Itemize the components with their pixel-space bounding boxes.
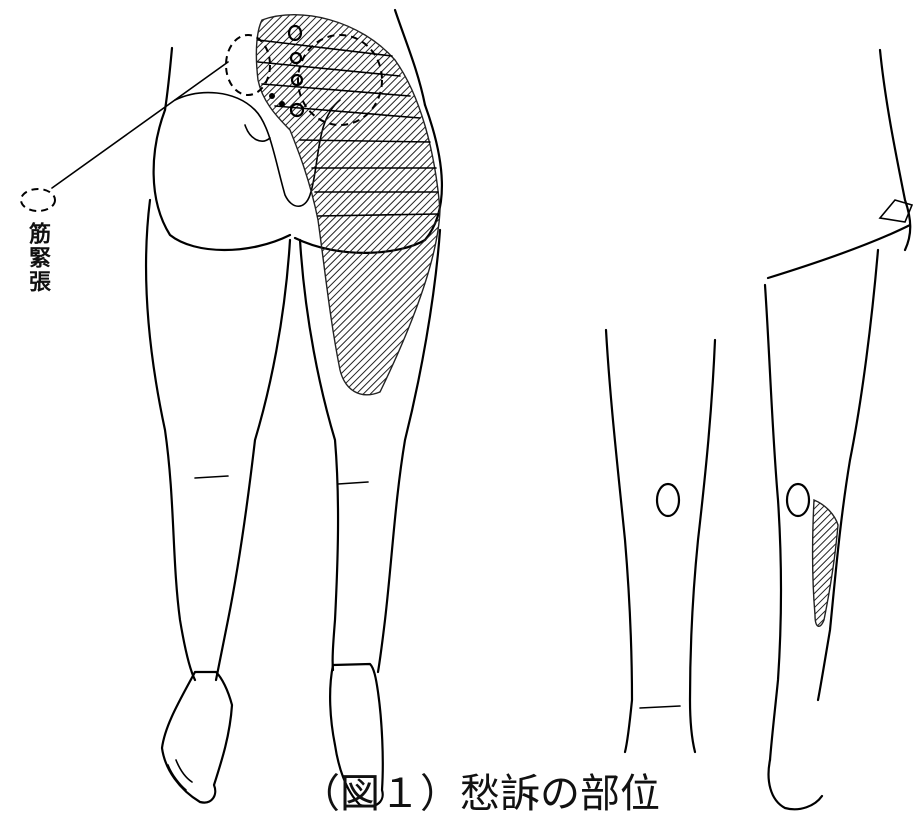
back-waist-left-outline (165, 48, 172, 110)
left-knee-crease (195, 476, 228, 478)
side-waist-line (768, 225, 910, 278)
legend-dashed-marker (21, 189, 55, 211)
side-leg-back-outline (818, 250, 878, 700)
left-buttock-outline (154, 110, 290, 250)
side-view-figure (765, 50, 912, 809)
front-ankle-line (640, 706, 680, 708)
front-leg-right-outline (690, 340, 715, 752)
side-foot-outline (769, 760, 822, 809)
front-knee-marker (657, 484, 679, 516)
legend-leader-line (52, 62, 228, 188)
figure-caption: （図１）愁訴の部位 (300, 770, 720, 818)
left-foot-outline (162, 672, 232, 803)
legend-label-muscle-tension: 筋緊張 (26, 222, 52, 294)
back-view-figure (52, 10, 442, 806)
left-leg-inner-outline (216, 240, 290, 680)
pain-region-hip-thigh (256, 15, 440, 395)
front-leg-left-outline (606, 330, 632, 752)
side-leg-front-outline (765, 285, 781, 760)
left-leg-outer-outline (146, 200, 195, 680)
side-knee-marker (787, 484, 809, 516)
right-knee-crease (338, 482, 368, 484)
front-view-legs (606, 330, 715, 752)
pain-region-lateral-calf (813, 500, 838, 626)
